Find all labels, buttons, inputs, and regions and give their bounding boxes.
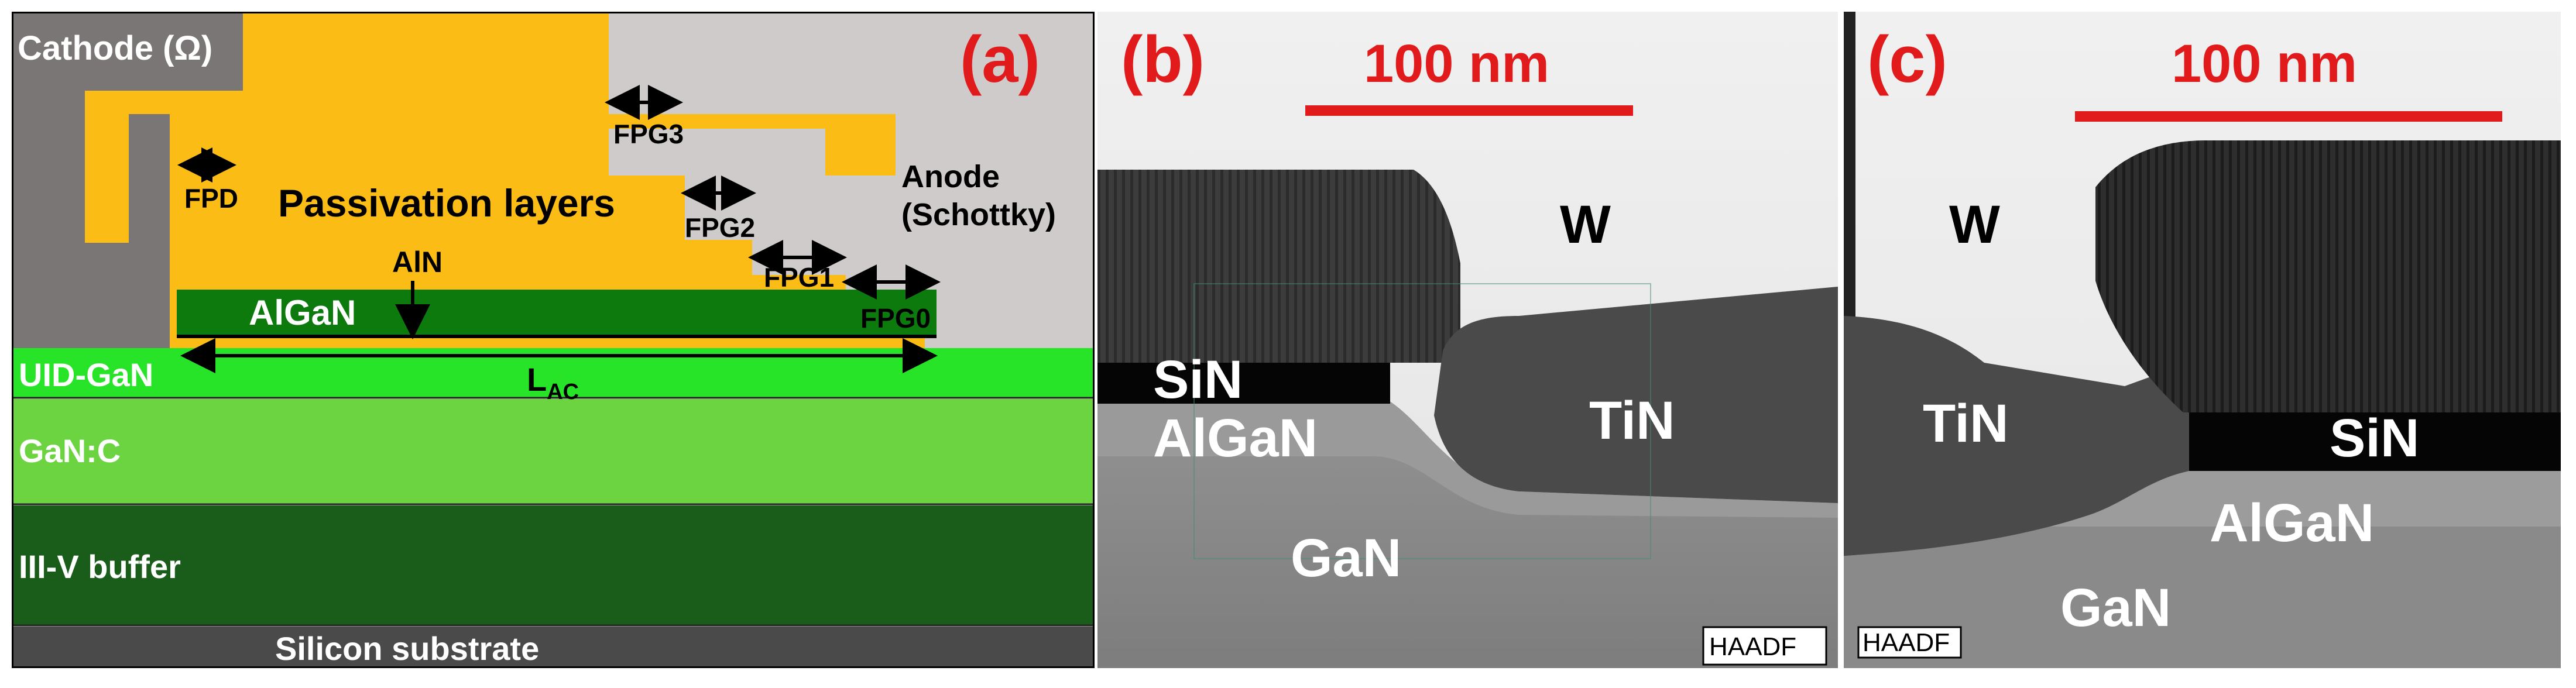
roi-box bbox=[1193, 283, 1651, 559]
fpg0-label: FPG0 bbox=[860, 303, 931, 333]
panel-a-schematic: Cathode (Ω) Anode (Schottky) Passivation… bbox=[12, 12, 1095, 668]
label-algan-c: AlGaN bbox=[2210, 493, 2374, 553]
passivation-dark-block bbox=[1097, 170, 1460, 363]
passivation-label: Passivation layers bbox=[278, 181, 615, 225]
label-gan-c: GaN bbox=[2060, 578, 2171, 638]
haadf-label-c: HAADF bbox=[1862, 628, 1950, 657]
anode-label-line1: Anode bbox=[901, 159, 1000, 194]
haadf-label-b: HAADF bbox=[1709, 632, 1796, 661]
fpg2-label: FPG2 bbox=[685, 212, 755, 243]
cathode-label: Cathode (Ω) bbox=[18, 29, 212, 67]
sin-bar bbox=[1097, 363, 1390, 404]
passivation-dark-block-c bbox=[2095, 140, 2561, 412]
panel-b-tag: (b) bbox=[1121, 23, 1205, 96]
sin-bar-c bbox=[2183, 412, 2561, 471]
scale-label-b: 100 nm bbox=[1364, 34, 1549, 94]
label-w-b: W bbox=[1560, 195, 1611, 254]
panel-c-tag: (c) bbox=[1867, 23, 1947, 96]
scale-label-c: 100 nm bbox=[2172, 34, 2357, 94]
schematic-svg: Cathode (Ω) Anode (Schottky) Passivation… bbox=[12, 12, 1095, 668]
label-gan-b: GaN bbox=[1291, 528, 1401, 588]
substrate-layer bbox=[12, 627, 1095, 668]
algan-label: AlGaN bbox=[249, 293, 356, 332]
label-algan-b: AlGaN bbox=[1153, 408, 1318, 468]
panel-a-tag: (a) bbox=[960, 23, 1040, 96]
panel-b-micrograph: 100 nm (b) W SiN AlGaN TiN GaN HAADF bbox=[1097, 12, 1838, 668]
haadf-tag-b bbox=[1702, 626, 1827, 666]
substrate-label: Silicon substrate bbox=[275, 630, 539, 667]
fpg1-label: FPG1 bbox=[764, 262, 834, 293]
scale-bar-c bbox=[2075, 111, 2502, 122]
micrograph-c-svg: 100 nm (c) W TiN SiN AlGaN GaN HAADF bbox=[1844, 12, 2561, 668]
scale-bar-b bbox=[1305, 105, 1633, 116]
cathode-field-plate bbox=[85, 91, 243, 243]
label-sin-b: SiN bbox=[1153, 350, 1243, 410]
lac-label: LAC bbox=[527, 361, 579, 404]
label-tin-b: TiN bbox=[1589, 391, 1675, 450]
passivation-layers bbox=[170, 12, 925, 351]
label-tin-c: TiN bbox=[1923, 394, 2009, 453]
algan-layer bbox=[177, 290, 937, 336]
buffer-label: III-V buffer bbox=[19, 548, 181, 585]
uid-gan-label: UID-GaN bbox=[19, 356, 153, 393]
panel-c-micrograph: 100 nm (c) W TiN SiN AlGaN GaN HAADF bbox=[1844, 12, 2561, 668]
buffer-layer bbox=[12, 505, 1095, 625]
micrograph-b-svg: 100 nm (b) W SiN AlGaN TiN GaN HAADF bbox=[1097, 12, 1838, 668]
label-w-c: W bbox=[1949, 195, 2000, 254]
tin-region-c bbox=[1844, 316, 2189, 556]
gan-region-c bbox=[1844, 521, 2561, 668]
haadf-tag-c bbox=[1857, 626, 1962, 659]
gan-c-label: GaN:C bbox=[19, 432, 121, 469]
fpg3-label: FPG3 bbox=[613, 119, 684, 149]
tin-region bbox=[1434, 287, 1838, 503]
anode-label-line2: (Schottky) bbox=[901, 197, 1056, 232]
algan-region bbox=[1097, 398, 1838, 518]
gan-c-layer bbox=[12, 399, 1095, 504]
aln-label: AlN bbox=[392, 246, 443, 278]
fpd-label: FPD bbox=[184, 183, 238, 214]
label-sin-c: SiN bbox=[2330, 408, 2419, 468]
